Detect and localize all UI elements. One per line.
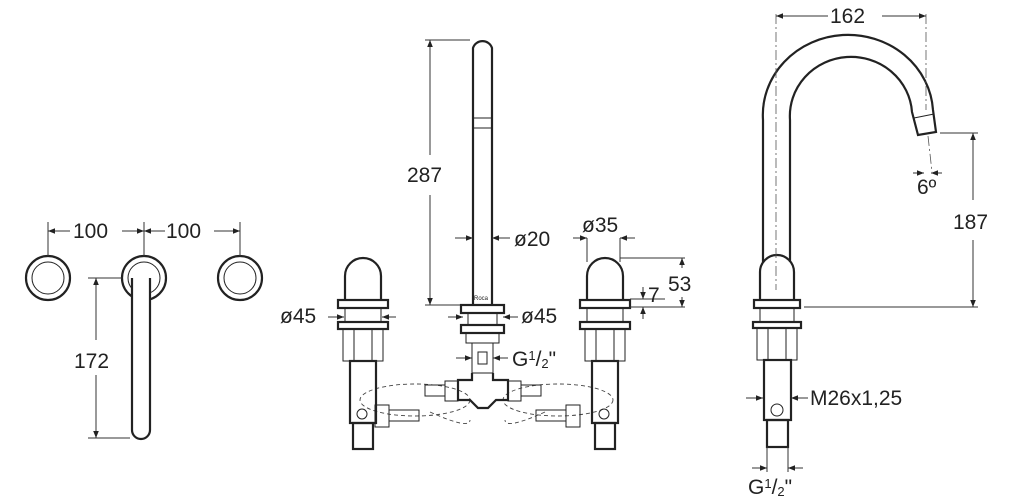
dim-spacing-right: 100 [166,220,201,243]
left-handle-top [24,254,72,302]
spout-lever-top [120,254,168,441]
dim-inlet-thread: G1/2" [512,348,556,371]
spout-front: Roca [456,40,510,410]
front-view: Roca [280,39,691,451]
dim-spout-base-diameter: ø45 [521,305,557,328]
side-view: 162 6º 187 M26x1,25 G1/2" [746,5,988,499]
dim-spout-height: 287 [407,164,442,187]
dim-lever-length: 172 [74,350,109,373]
gooseneck-spout-side [751,33,938,449]
dim-mount-thread: M26x1,25 [810,387,902,410]
supply-hoses [374,380,581,428]
dim-handle-cap-diameter: ø35 [582,214,618,237]
dim-handle-base-diameter: ø45 [280,305,316,328]
dim-flange-thickness: 7 [648,284,660,307]
dim-spout-clearance: 187 [953,211,988,234]
right-handle-top [216,254,264,302]
brand-mark: Roca [474,296,489,302]
top-view: 100 100 172 [24,220,264,441]
dim-spout-angle: 6º [917,176,937,199]
dim-spout-reach: 162 [830,5,865,28]
left-handle-front [336,256,390,451]
dim-side-inlet-thread: G1/2" [748,476,792,499]
dim-spacing-left: 100 [73,220,108,243]
right-handle-front [578,256,632,451]
dim-handle-height: 53 [668,273,691,296]
dim-spout-diameter: ø20 [514,228,550,251]
